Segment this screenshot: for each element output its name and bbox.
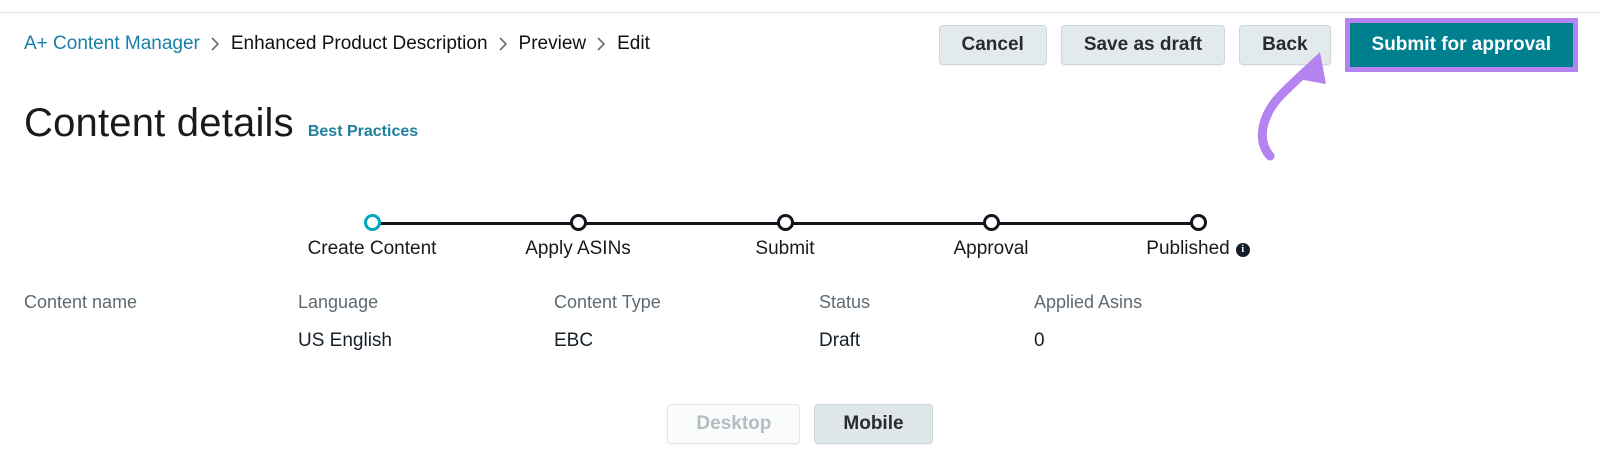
step-dot-icon	[363, 214, 381, 231]
stepper-step-create-content[interactable]: Create Content	[272, 210, 472, 260]
breadcrumb: A+ Content Manager Enhanced Product Desc…	[24, 31, 650, 57]
submit-highlight-box: Submit for approval	[1344, 18, 1578, 72]
chevron-right-icon	[498, 36, 509, 52]
stepper-step-apply-asins[interactable]: Apply ASINs	[478, 210, 678, 260]
submit-for-approval-button[interactable]: Submit for approval	[1349, 23, 1573, 67]
info-icon[interactable]: i	[1235, 243, 1250, 257]
field-value: US English	[298, 330, 392, 351]
stepper-step-submit[interactable]: Submit	[685, 210, 885, 260]
device-toggle-mobile[interactable]: Mobile	[814, 404, 933, 444]
stepper-step-approval[interactable]: Approval	[891, 210, 1091, 260]
step-dot-icon	[982, 214, 1000, 231]
field-value	[24, 328, 137, 354]
save-as-draft-button[interactable]: Save as draft	[1060, 25, 1226, 65]
breadcrumb-item-a-plus-content-manager[interactable]: A+ Content Manager	[24, 33, 200, 54]
stepper-step-label: Published	[1146, 238, 1230, 259]
field-content-name: Content name	[24, 290, 137, 354]
field-value: 0	[1034, 330, 1045, 351]
progress-stepper: Create Content Apply ASINs Submit Approv…	[300, 210, 1260, 270]
device-toggle-desktop[interactable]: Desktop	[667, 404, 801, 444]
step-dot-icon	[1189, 214, 1207, 231]
field-label: Content Type	[554, 292, 661, 312]
breadcrumb-item-edit: Edit	[617, 33, 650, 54]
field-label: Language	[298, 292, 379, 312]
field-language: Language US English	[298, 290, 392, 354]
chevron-right-icon	[210, 36, 221, 52]
page-heading: Content details Best Practices	[24, 100, 418, 146]
device-preview-toggle: Desktop Mobile	[0, 404, 1600, 444]
field-value: EBC	[554, 330, 594, 351]
stepper-step-published[interactable]: Published i	[1098, 210, 1298, 260]
breadcrumb-item-preview[interactable]: Preview	[518, 33, 587, 54]
stepper-step-label: Submit	[755, 238, 815, 259]
cancel-button[interactable]: Cancel	[938, 25, 1047, 65]
page-title: Content details	[24, 101, 294, 145]
stepper-step-label: Apply ASINs	[525, 238, 631, 259]
stepper-step-label: Create Content	[307, 238, 437, 259]
step-dot-icon	[776, 214, 794, 231]
toolbar-actions: Cancel Save as draft Back Submit for app…	[938, 18, 1578, 72]
field-status: Status Draft	[819, 290, 870, 354]
best-practices-link[interactable]: Best Practices	[307, 123, 419, 140]
field-label: Status	[819, 292, 871, 312]
back-button[interactable]: Back	[1239, 25, 1331, 65]
header-divider	[0, 12, 1600, 13]
field-content-type: Content Type EBC	[554, 290, 661, 354]
stepper-step-label: Approval	[953, 238, 1029, 259]
chevron-right-icon	[596, 36, 607, 52]
field-applied-asins: Applied Asins 0	[1034, 290, 1142, 354]
step-dot-icon	[569, 214, 587, 231]
field-value: Draft	[819, 330, 861, 351]
field-label: Content name	[24, 292, 138, 312]
breadcrumb-item-enhanced-product-description[interactable]: Enhanced Product Description	[230, 33, 488, 54]
field-label: Applied Asins	[1034, 292, 1143, 312]
